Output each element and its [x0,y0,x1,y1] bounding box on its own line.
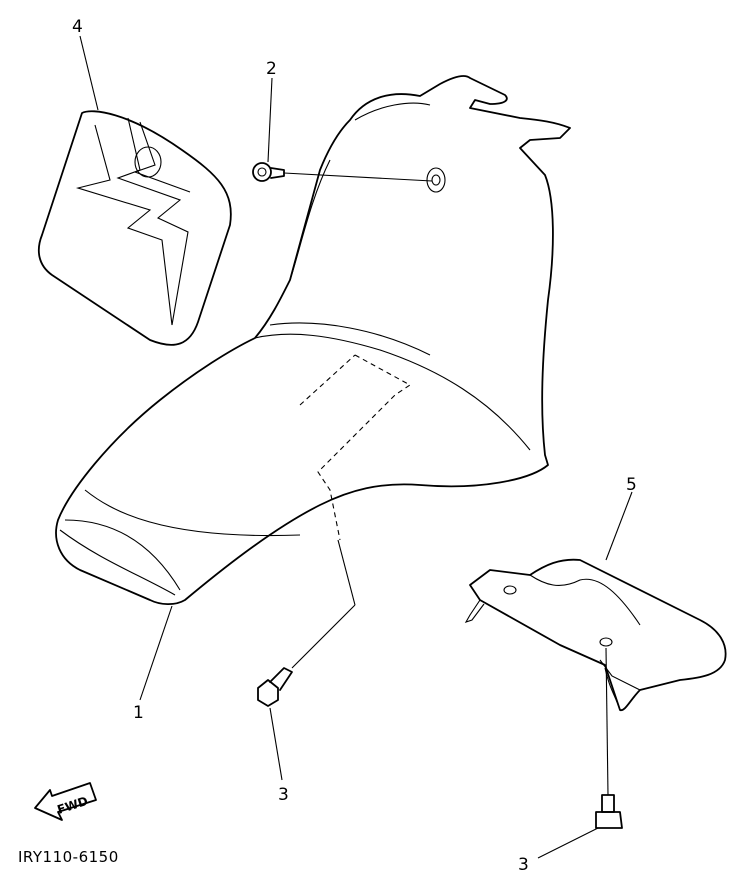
callout-leaders [79,35,633,859]
callout-1: 1 [133,703,144,723]
mounting-bracket [464,558,727,712]
callout-3-left: 3 [278,785,289,805]
bolt-left [257,539,356,707]
figure-code: IRY110-6150 [18,848,119,866]
callout-4: 4 [72,17,83,37]
screw [252,162,433,182]
callout-3-right: 3 [518,855,529,875]
emblem-decal [37,110,232,346]
front-fender [55,75,571,606]
bolt-right [595,647,623,829]
callout-2: 2 [266,59,277,79]
fwd-label: FWD [55,794,89,817]
forward-arrow-icon: FWD [34,782,97,821]
callout-5: 5 [626,475,637,495]
